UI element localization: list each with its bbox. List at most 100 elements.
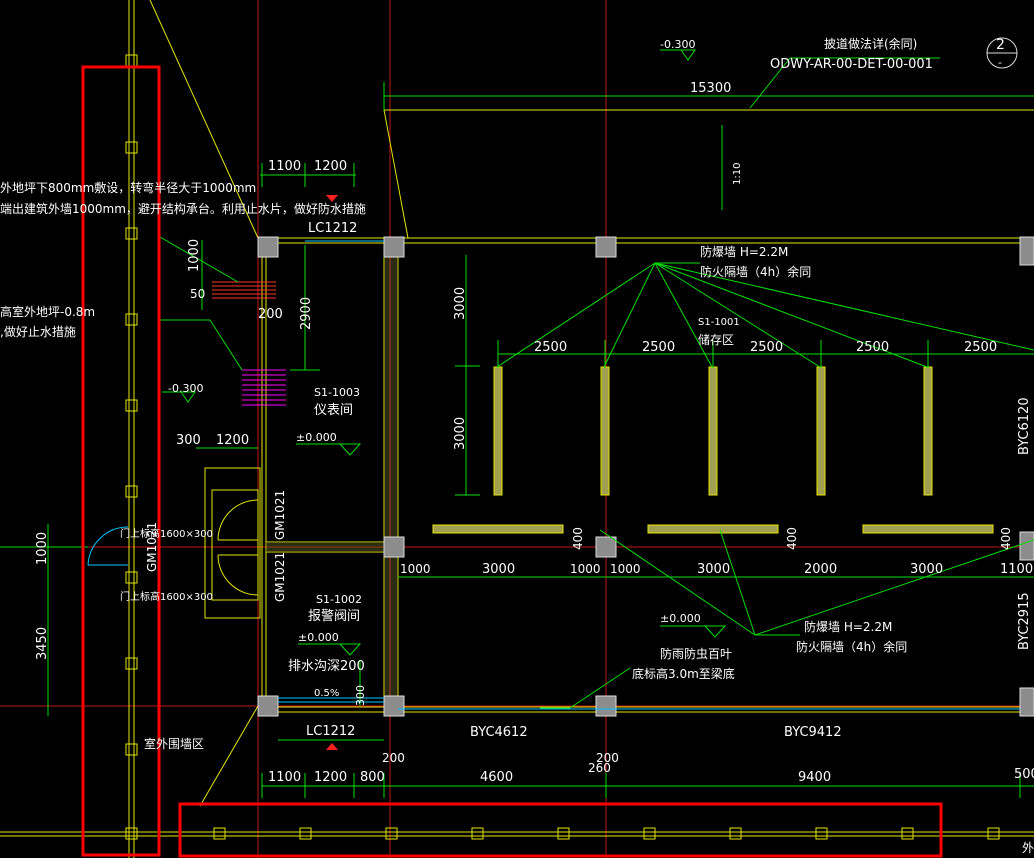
note-3: 高室外地坪-0.8m: [0, 304, 95, 319]
north-marker: [326, 195, 338, 202]
dim-1100-top: 1100: [268, 159, 301, 174]
lbl-lc1212-top: LC1212: [308, 221, 357, 236]
lbl-blast-wall-2: 防爆墙 H=2.2M: [804, 619, 892, 634]
row-3000-a: 3000: [482, 562, 515, 577]
lbl-fire-wall-2: 防火隔墙（4h）余同: [796, 639, 907, 654]
lbl-byc6120: BYC6120: [1017, 397, 1032, 455]
dim-2500-5: 2500: [964, 340, 997, 355]
dim-3450: 3450: [35, 627, 50, 660]
lbl-outer: 外: [1022, 841, 1034, 855]
dim-2900: 2900: [299, 297, 314, 330]
pipe-red: [212, 281, 276, 299]
dim-2500-4: 2500: [856, 340, 889, 355]
lbl-gm1021-b: GM1021: [273, 552, 287, 602]
lbl-fire-wall-1: 防火隔墙（4h）余同: [700, 264, 811, 279]
highlight-box-vertical[interactable]: [81, 65, 161, 857]
dim-200-b: 200: [382, 751, 405, 765]
tb-detail-no: 2: [996, 37, 1005, 53]
elevation-markers: [162, 49, 727, 656]
leader-lines: [159, 57, 1034, 709]
lbl-elev-pm0-a: ±0.000: [296, 431, 337, 444]
room-s1002-code: S1-1002: [316, 593, 362, 606]
v400-c: 400: [999, 527, 1013, 550]
dim-1000-left: 1000: [35, 532, 50, 565]
row-3000-c: 3000: [910, 562, 943, 577]
tb-detail-sub: -: [998, 56, 1002, 69]
building-walls: [261, 109, 1034, 713]
dim-1000-v: 1000: [187, 239, 202, 272]
lbl-door-a: 门上标高1600×300: [120, 527, 213, 540]
dim-overall: 15300: [690, 81, 731, 96]
bot-1100: 1100: [268, 770, 301, 785]
lbl-byc4612: BYC4612: [470, 725, 528, 740]
note-4: ,做好止水措施: [0, 324, 76, 339]
dim-2500-2: 2500: [642, 340, 675, 355]
bot-4600: 4600: [480, 770, 513, 785]
lbl-slope-pct: 0.5%: [314, 688, 339, 699]
dim-2500-1: 2500: [534, 340, 567, 355]
lbl-drain: 排水沟深200: [288, 659, 365, 674]
note-1: 外地坪下800mm敷设，转弯半径大于1000mm: [0, 180, 256, 195]
door-swings: [204, 467, 261, 619]
row-1100: 1100: [1000, 562, 1033, 577]
dim-1200-top: 1200: [314, 159, 347, 174]
row-3000-b: 3000: [697, 562, 730, 577]
lbl-fence: 室外围墙区: [144, 736, 204, 751]
room-s1003-code: S1-1003: [314, 386, 360, 399]
lbl-door-b: 门上标高1600×300: [120, 590, 213, 603]
bot-500: 500: [1014, 767, 1034, 782]
dim-1200-b: 1200: [216, 433, 249, 448]
structural-columns: [257, 236, 1034, 717]
row-1000-c: 1000: [610, 562, 641, 576]
lbl-elev-pm0-b: ±0.000: [298, 631, 339, 644]
lbl-elev-m0300: -0.300: [168, 382, 203, 395]
room-s1003-name: 仪表间: [314, 403, 353, 418]
dim-2500-3: 2500: [750, 340, 783, 355]
v400-a: 400: [571, 527, 585, 550]
lbl-gm-left: GM1021: [145, 522, 159, 572]
south-marker: [326, 743, 338, 750]
ramp-line-bottom: [199, 705, 259, 807]
row-1000-a: 1000: [400, 562, 431, 576]
tb-title: 披道做法详(余同): [824, 36, 917, 51]
dim-200-c: 200: [596, 751, 619, 765]
fence-posts: [125, 54, 1000, 840]
lbl-storage-name: 储存区: [698, 332, 734, 347]
dim-200-a: 200: [258, 307, 283, 322]
drawing-text: -0.300 披道做法详(余同) ODWY-AR-00-DET-00-001 2…: [0, 36, 1034, 855]
dim-300: 300: [176, 433, 201, 448]
tb-code: ODWY-AR-00-DET-00-001: [770, 57, 933, 72]
ramp-line: [149, 0, 259, 239]
pipe-magenta: [242, 369, 286, 406]
tb-elev: -0.300: [660, 38, 695, 51]
highlight-box-horizontal[interactable]: [178, 802, 943, 858]
lbl-blast-wall-1: 防爆墙 H=2.2M: [700, 244, 788, 259]
note-2: 端出建筑外墙1000mm，避开结构承台。利用止水片，做好防水措施: [0, 201, 366, 216]
v400-b: 400: [785, 527, 799, 550]
lbl-byc2915: BYC2915: [1017, 592, 1032, 650]
wall-fill: [384, 238, 398, 712]
bot-9400: 9400: [798, 770, 831, 785]
lbl-lc1212-bot: LC1212: [306, 724, 355, 739]
dimension-lines: [0, 82, 1034, 798]
lbl-storage-code: S1-1001: [698, 317, 740, 328]
room-s1002-name: 报警阀间: [308, 608, 360, 624]
row-2000: 2000: [804, 562, 837, 577]
louver-window: [278, 240, 1020, 710]
dim-260: 260: [588, 761, 611, 775]
dim-3000-b: 3000: [453, 417, 468, 450]
bot-800: 800: [360, 770, 385, 785]
bot-1200: 1200: [314, 770, 347, 785]
lbl-louver-h: 底标高3.0m至梁底: [632, 666, 735, 681]
door-left-swing: [87, 526, 129, 566]
partition-walls: [432, 366, 994, 534]
slope-ratio: 1:10: [732, 163, 743, 185]
dim-3000-a: 3000: [453, 287, 468, 320]
v300: 300: [354, 685, 367, 706]
rotated-text: 1000 2900 3000 3000 1:10 1000 3450 GM102…: [35, 163, 1032, 706]
lbl-byc9412: BYC9412: [784, 725, 842, 740]
lbl-louver: 防雨防虫百叶: [660, 646, 732, 661]
